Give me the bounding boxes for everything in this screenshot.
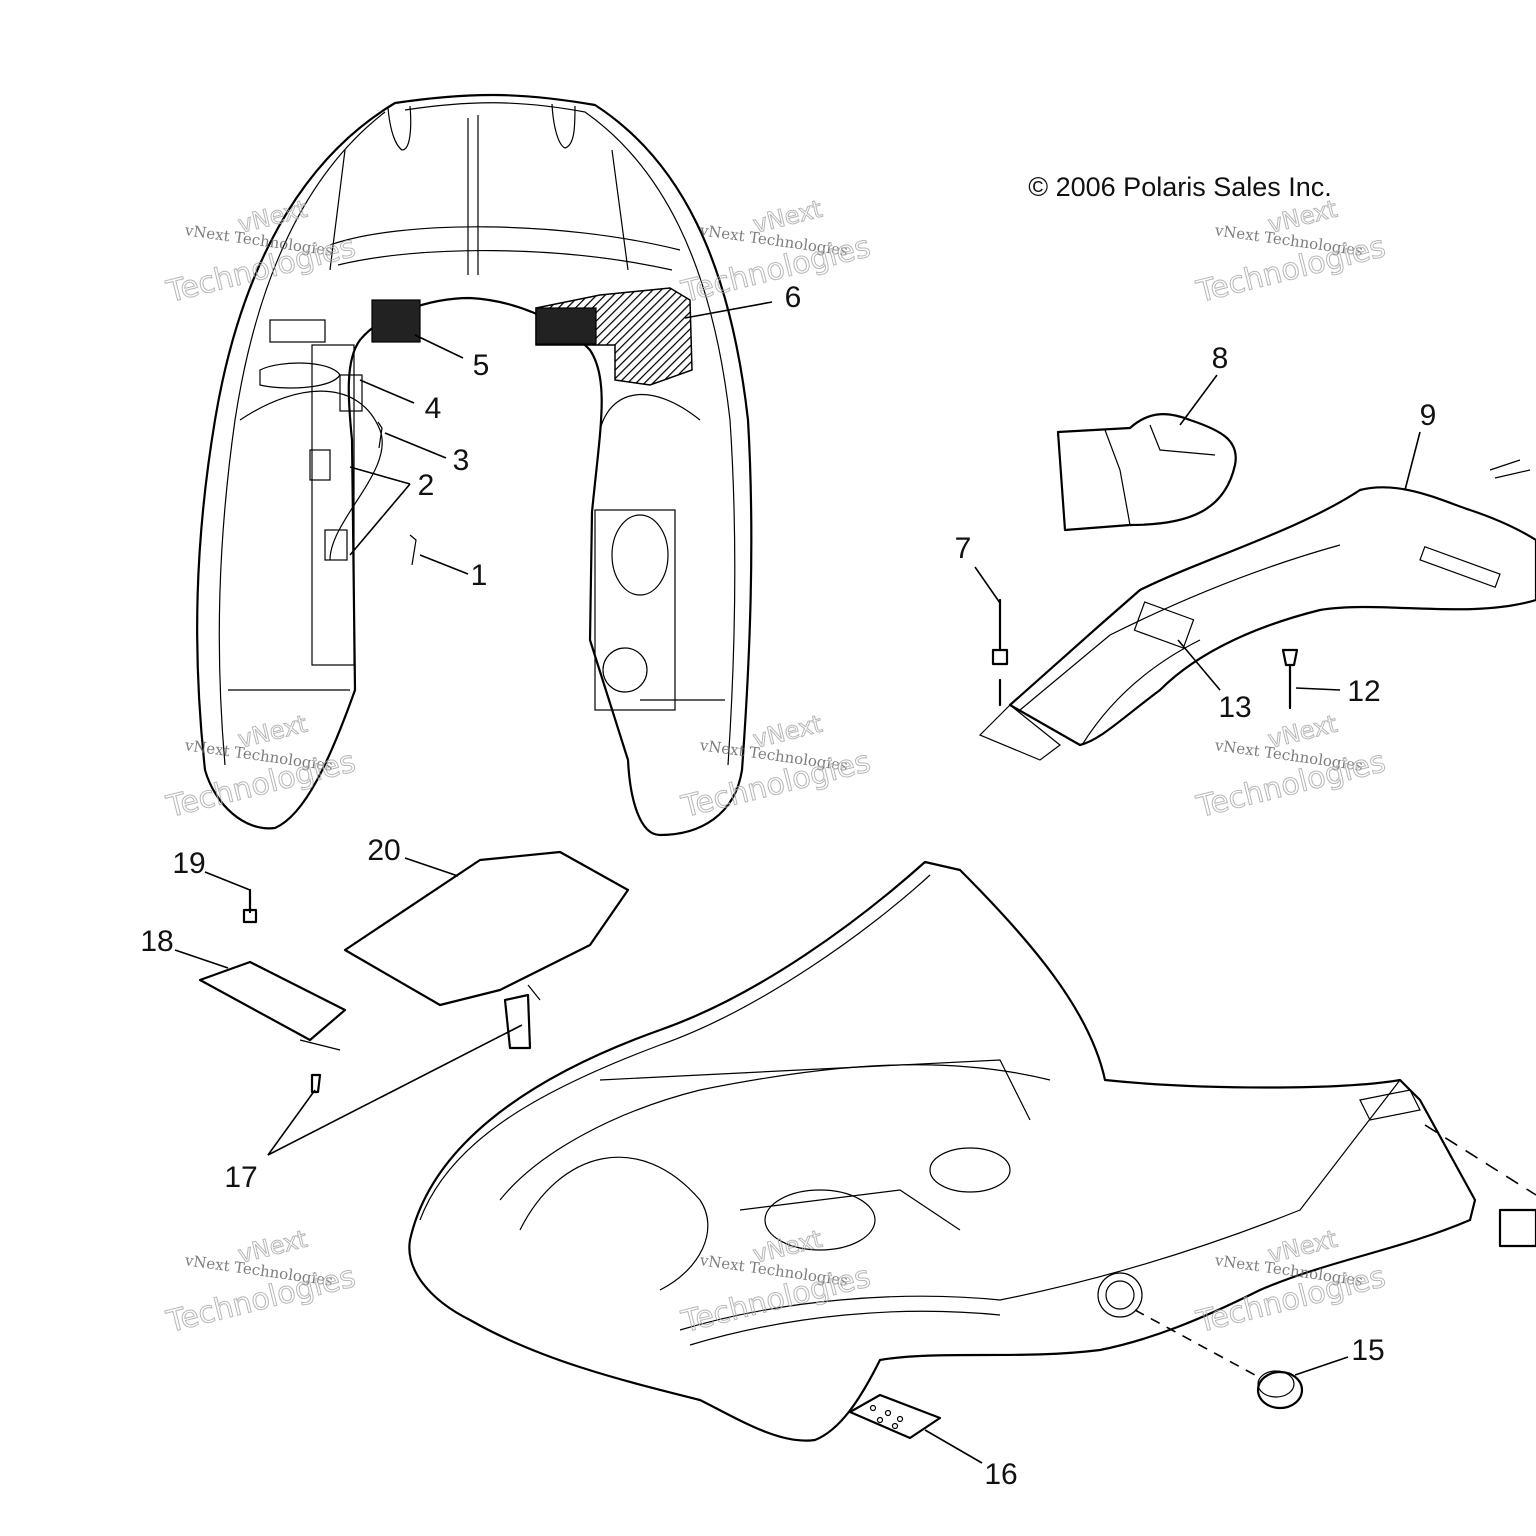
callout-5: 5 — [473, 349, 490, 382]
callout-20: 20 — [367, 834, 400, 867]
callout-16: 16 — [984, 1458, 1017, 1491]
callout-13: 13 — [1218, 691, 1251, 724]
watermark: vNext vNext Technologies Technologies — [162, 709, 359, 825]
rivet-12 — [1281, 648, 1299, 710]
watermark: vNext vNext Technologies Technologies — [677, 1224, 874, 1340]
callout-7: 7 — [955, 532, 972, 565]
panel-18 — [198, 960, 347, 1051]
watermark: vNext vNext Technologies Technologies — [162, 1224, 359, 1340]
callout-4: 4 — [425, 392, 442, 425]
callout-6: 6 — [785, 281, 802, 314]
callout-15: 15 — [1351, 1334, 1384, 1367]
callout-17: 17 — [224, 1161, 257, 1194]
callout-9: 9 — [1420, 399, 1437, 432]
callout-19: 19 — [172, 847, 205, 880]
rivet-7 — [991, 598, 1009, 707]
watermark: vNext vNext Technologies Technologies — [1192, 194, 1389, 310]
callout-18: 18 — [140, 925, 173, 958]
watermark: vNext vNext Technologies Technologies — [677, 709, 874, 825]
watermark: vNext vNext Technologies Technologies — [677, 194, 874, 310]
callout-12: 12 — [1347, 675, 1380, 708]
callout-2: 2 — [418, 469, 435, 502]
plug-15 — [1256, 1370, 1304, 1410]
watermark: vNext vNext Technologies Technologies — [1192, 709, 1389, 825]
callout-8: 8 — [1212, 342, 1229, 375]
plate-16 — [848, 1393, 942, 1440]
clip-17 — [310, 1073, 322, 1094]
callout-1: 1 — [471, 559, 488, 592]
copyright-notice: © 2006 Polaris Sales Inc. — [1028, 172, 1332, 202]
watermark: vNext vNext Technologies Technologies — [162, 194, 359, 310]
leader-lines — [174, 301, 1421, 1464]
main-hood — [408, 860, 1536, 1442]
watermark: vNext vNext Technologies Technologies — [1192, 1224, 1389, 1340]
callout-labels: 1 2 3 4 5 6 7 8 9 12 13 15 16 17 18 19 2… — [140, 281, 1436, 1491]
inner-hood-assembly — [196, 93, 753, 837]
fastener-19 — [242, 888, 258, 924]
callout-3: 3 — [453, 444, 470, 477]
cover-8 — [1056, 413, 1237, 532]
panel-20 — [343, 850, 630, 1050]
watermarks: vNext vNext Technologies Technologies vN… — [162, 194, 1389, 1340]
